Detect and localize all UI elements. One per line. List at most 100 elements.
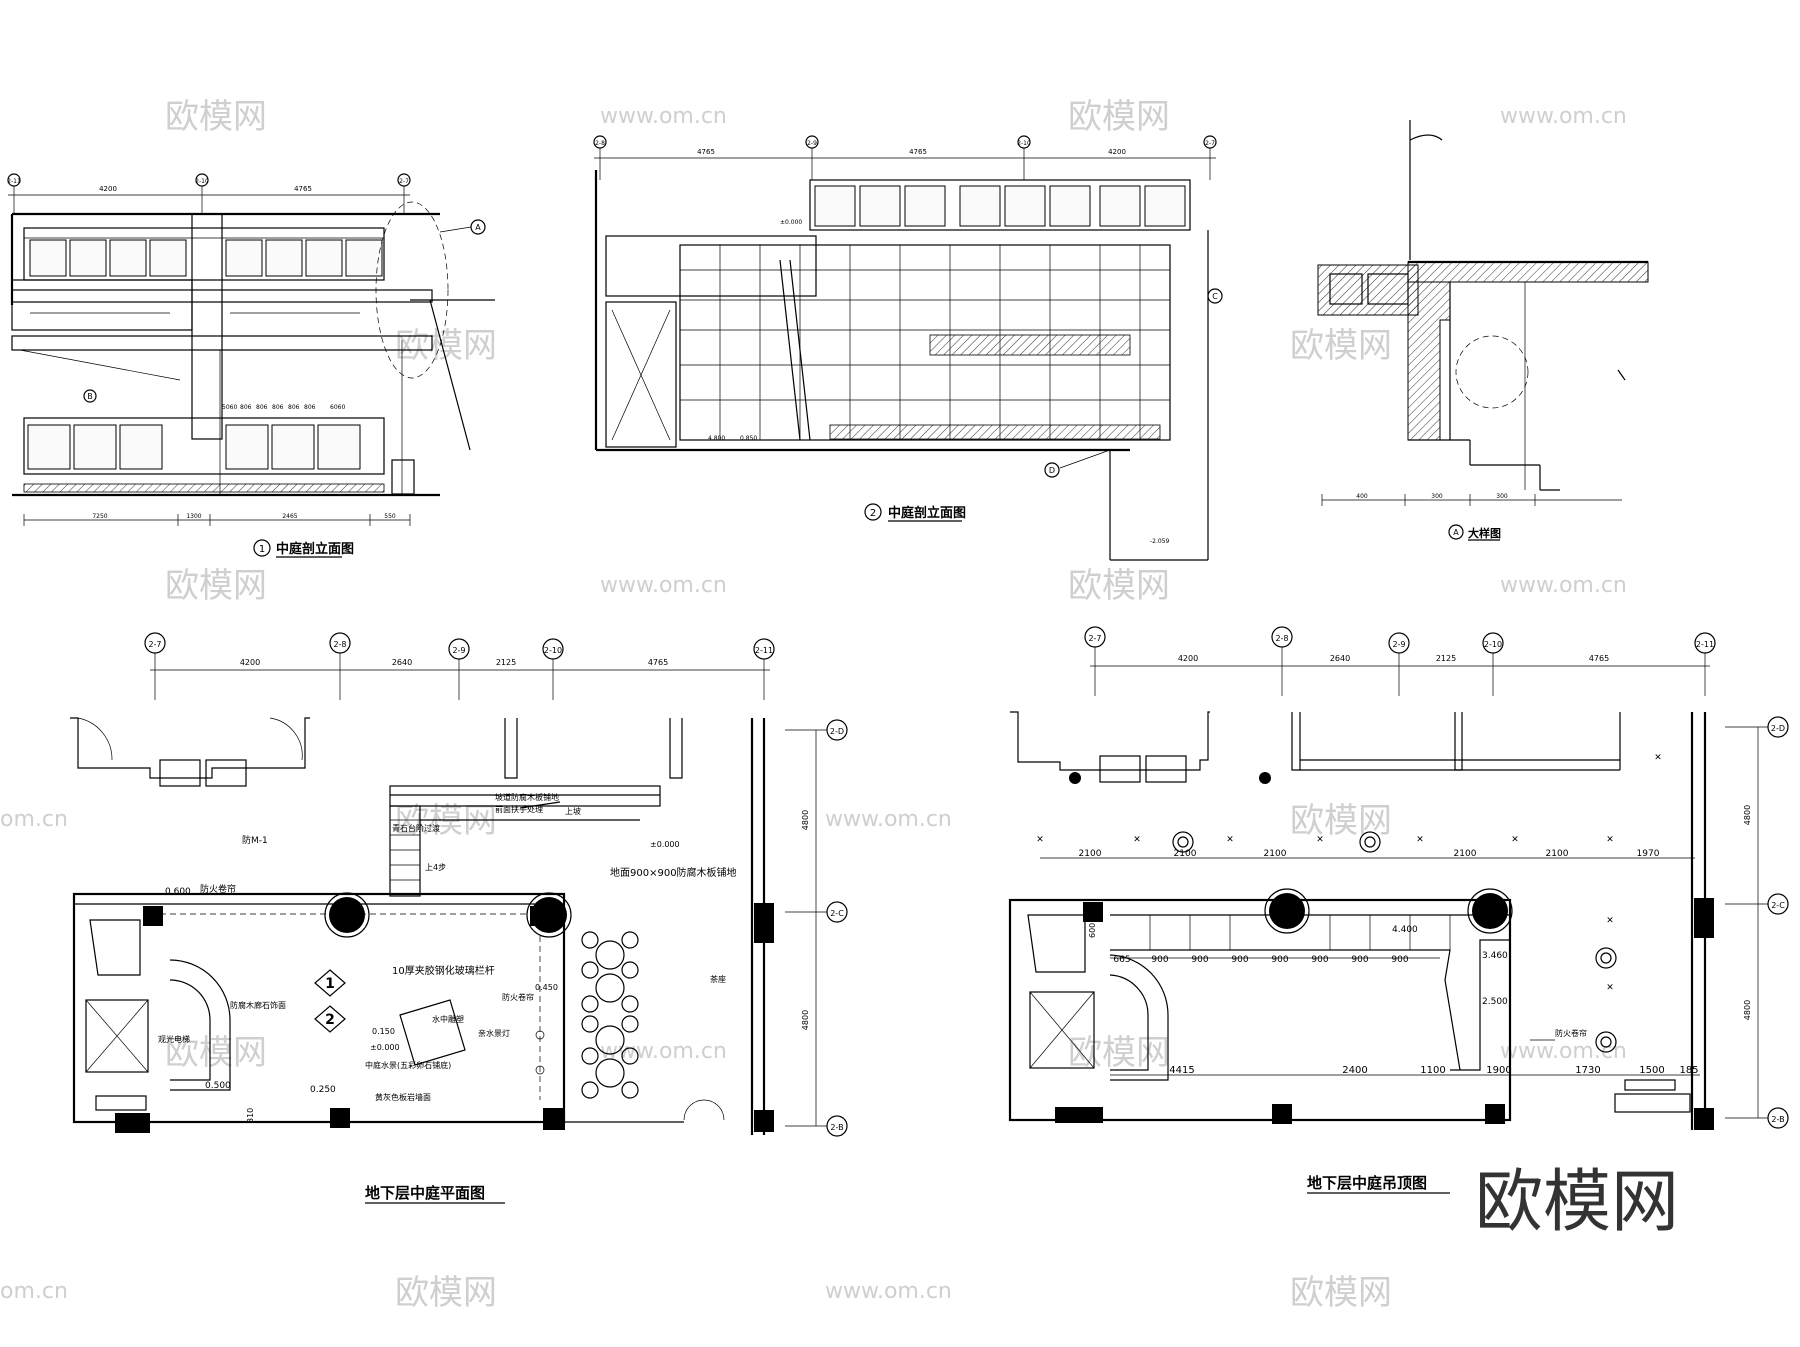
title-number: 1 [259,544,265,555]
svg-text:✕: ✕ [1654,753,1662,763]
elevation-2-title: 中庭剖立面图 [888,505,966,521]
watermark-brand: 欧模网 [1290,326,1392,366]
section-marker: 2 [325,1012,335,1028]
axis-label: 2-9 [807,140,817,147]
callout-bubble [83,389,97,403]
axis-label: 2-8 [1275,634,1288,643]
title-number: 2 [870,508,876,519]
plan-label: 亲水景灯 [478,1028,510,1038]
plan-label: 防腐木廊石饰面 [230,1000,286,1010]
dimension-text: 1900 [1486,1065,1511,1076]
plan-label: 黄灰色板岩墙面 [375,1092,431,1102]
dimension-text: 2640 [392,658,412,667]
level-text: 0.850 [740,435,757,442]
dimension-text: 806 [288,404,300,411]
basement-atrium-ceiling-plan: 2-7 2-8 2-9 2-10 2-11 4200 2640 2125 476… [1008,626,1789,1194]
watermark-brand: 欧模网 [395,801,497,841]
elevation-2: 2-8 2-9 2-10 2-7 4765 4765 4200 [593,135,1223,561]
dimension-text: 185 [1679,1065,1698,1076]
plan-label: 茶座 [710,974,726,984]
watermark-site: www.om.cn [825,1279,952,1304]
plan-label: 坡道防腐木板铺地 [495,792,559,802]
axis-label: 2-10 [544,646,562,655]
watermark-brand: 欧模网 [1290,801,1392,841]
axis-label: 2-11 [755,646,773,655]
svg-text:✕: ✕ [1316,835,1324,845]
elevation-1: 2-11 2-10 2-7 4200 4765 [7,173,495,558]
watermark-site: www.om.cn [600,104,727,129]
level-text: ±0.000 [780,219,802,226]
stairs [389,801,640,897]
detail-a-title: 大样图 [1468,526,1501,540]
plan-label: 观光电梯 [158,1034,190,1044]
dimension-text: 2100 [1546,849,1569,859]
axis-label: 2-11 [1696,640,1714,649]
dimension-text: 2100 [1264,849,1287,859]
tea-tables [581,931,639,1099]
dimension-text: 4200 [1108,148,1126,156]
ceiling-lights: ✕ ✕ ✕ ✕ ✕ ✕ ✕ ✕ ✕ ✕ [1036,753,1662,1053]
svg-text:✕: ✕ [1606,835,1614,845]
axis-label: 2-C [1771,901,1785,910]
dimension-text: 2400 [1342,1065,1367,1076]
dimension-text: 550 [384,513,396,520]
dimension-text: 4800 [1743,805,1752,825]
dimension-text: 2640 [1330,654,1350,663]
dimension-text: 1730 [1575,1065,1600,1076]
dimension-text: 4765 [697,148,715,156]
dimension-text: 900 [1191,955,1208,965]
glass-panels-lower [27,424,361,470]
dimension-text: 7250 [92,513,107,520]
axis-label: 2-10 [1017,140,1031,147]
svg-text:✕: ✕ [1133,835,1141,845]
level-text: -2.059 [1150,538,1170,545]
stone-wall [679,244,1171,441]
dimension-text: 2125 [496,658,516,667]
watermark-site-short: om.cn [0,807,68,832]
watermark-brand: 欧模网 [395,1273,497,1313]
callout-label: A [475,223,481,232]
plan-label: 前面扶手处理 [495,804,543,814]
axis-label: 2-D [830,727,844,736]
level-text: 3.460 [1482,951,1508,961]
svg-text:✕: ✕ [1606,916,1614,926]
glass-panels-upper [29,239,383,277]
dimension-text: 300 [1496,493,1508,500]
dimension-text: 2100 [1174,849,1197,859]
level-text: 0.450 [535,983,558,992]
axis-label: 2-11 [7,178,21,185]
basement-atrium-plan: 2-7 2-8 2-9 2-10 2-11 4200 2640 2125 476… [70,632,848,1204]
dimension-text: 5060 [222,404,237,411]
dimension-text: 1500 [1639,1065,1664,1076]
plan-label: 防火卷帘 [1555,1028,1587,1038]
glass-panels [814,185,1186,227]
dimension-text: 1300 [186,513,201,520]
dimension-text: 2100 [1079,849,1102,859]
dimension-text: 4765 [648,658,668,667]
axis-label: 2-C [830,909,844,918]
level-text: 4.400 [1392,925,1418,935]
watermark-brand: 欧模网 [1068,97,1170,137]
axis-label: 2-8 [595,140,605,147]
dimension-text: 900 [1231,955,1248,965]
level-text: ±0.000 [650,840,680,849]
dimension-text: 6060 [330,404,345,411]
plan-label: 10厚夹胶钢化玻璃栏杆 [392,964,495,977]
door-tag: 防M-1 [242,834,268,846]
callout-label: C [1212,292,1218,301]
level-text: 0.600 [165,887,191,897]
plan-label: 中庭水景(五彩卵石铺底) [365,1060,451,1070]
plan-label: 上4步 [425,863,446,872]
axis-label: 2-9 [452,646,465,655]
axis-label: 2-10 [1484,640,1502,649]
title-number: A [1453,528,1459,537]
dimension-text: 2125 [1436,654,1456,663]
plan-label: 防火卷帘 [502,992,534,1002]
watermark-site: www.om.cn [600,1039,727,1064]
axis-label: 2-10 [195,178,209,185]
svg-text:✕: ✕ [1416,835,1424,845]
dimension-text: 310 [246,1108,255,1123]
dimension-text: 2465 [282,513,297,520]
plan-label: 水中雕塑 [432,1014,464,1024]
